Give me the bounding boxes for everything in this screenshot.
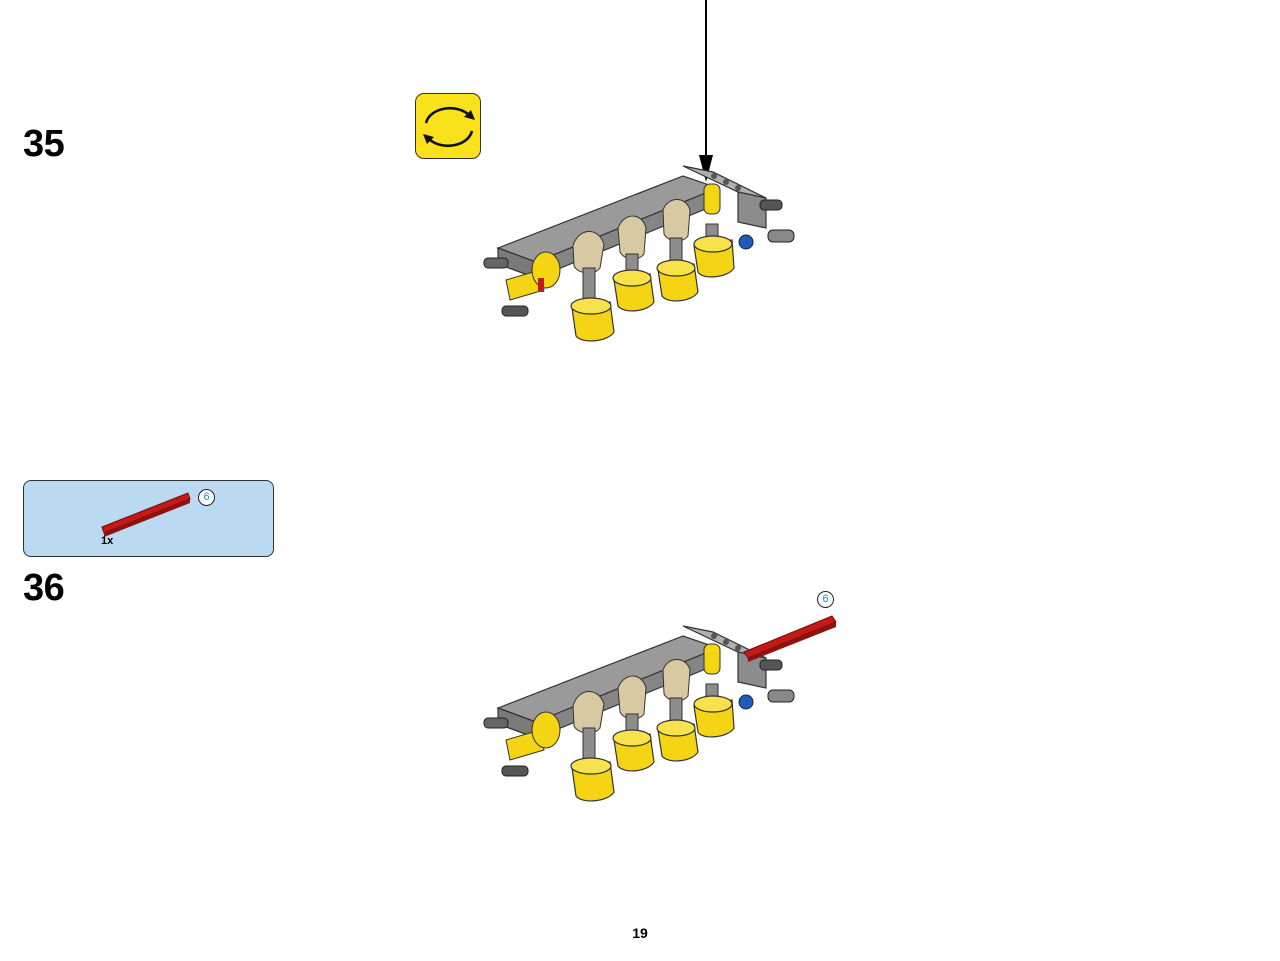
insert-arrow-icon xyxy=(696,0,716,185)
step-number: 36 xyxy=(23,567,65,609)
page-number: 19 xyxy=(632,925,648,941)
engine-assembly-step-36 xyxy=(478,618,808,808)
axle-length-badge: 6 xyxy=(198,489,215,506)
step-number: 35 xyxy=(23,123,65,165)
parts-callout: 6 1x xyxy=(23,480,274,557)
engine-assembly-step-35 xyxy=(478,158,808,348)
inserted-red-axle xyxy=(740,612,840,662)
part-quantity: 1x xyxy=(101,535,114,547)
axle-length-badge: 6 xyxy=(817,591,834,608)
rotate-model-icon xyxy=(415,93,481,159)
